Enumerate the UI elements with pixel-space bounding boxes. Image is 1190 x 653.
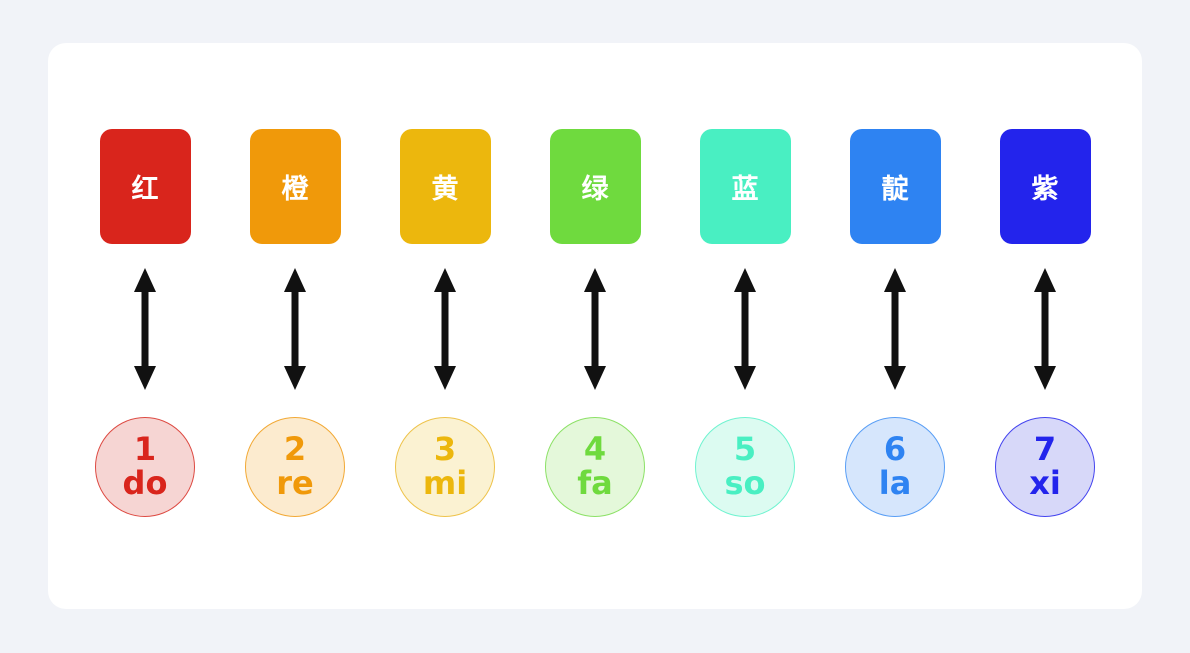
- double-arrow-icon: [734, 268, 756, 390]
- color-note-column-cyan: 蓝 5 so: [695, 129, 795, 517]
- double-arrow-icon: [1034, 268, 1056, 390]
- note-circle-mi: 3 mi: [395, 417, 495, 517]
- note-number: 7: [1033, 430, 1057, 469]
- color-label: 靛: [881, 174, 909, 205]
- color-swatch-orange: 橙: [249, 129, 341, 244]
- note-circle-xi: 7 xi: [995, 417, 1095, 517]
- note-syllable: so: [724, 464, 766, 502]
- color-swatch-cyan: 蓝: [699, 129, 791, 244]
- color-note-column-purple: 紫 7 xi: [995, 129, 1095, 517]
- note-number: 2: [283, 430, 307, 469]
- note-syllable: xi: [1029, 464, 1061, 502]
- note-circle-re: 2 re: [245, 417, 345, 517]
- note-number: 4: [583, 430, 607, 469]
- color-swatch-indigo: 靛: [849, 129, 941, 244]
- color-note-column-red: 红 1 do: [95, 129, 195, 517]
- note-number: 3: [433, 430, 457, 469]
- double-arrow-icon: [134, 268, 156, 390]
- color-note-columns: 红 1 do 橙 2 re: [95, 129, 1095, 517]
- diagram-card: 红 1 do 橙 2 re: [48, 43, 1142, 609]
- note-circle-la: 6 la: [845, 417, 945, 517]
- color-swatch-yellow: 黄: [399, 129, 491, 244]
- double-arrow-icon: [584, 268, 606, 390]
- note-circle-so: 5 so: [695, 417, 795, 517]
- color-note-column-green: 绿 4 fa: [545, 129, 645, 517]
- note-syllable: fa: [577, 464, 613, 502]
- note-syllable: la: [878, 464, 912, 502]
- color-label: 橙: [281, 174, 309, 205]
- note-circle-do: 1 do: [95, 417, 195, 517]
- color-label: 黄: [431, 174, 459, 205]
- color-label: 绿: [581, 174, 609, 205]
- color-note-column-yellow: 黄 3 mi: [395, 129, 495, 517]
- note-syllable: re: [276, 464, 314, 502]
- double-arrow-icon: [434, 268, 456, 390]
- note-circle-fa: 4 fa: [545, 417, 645, 517]
- color-swatch-purple: 紫: [999, 129, 1091, 244]
- color-label: 红: [131, 174, 159, 205]
- color-label: 蓝: [731, 174, 759, 205]
- note-syllable: do: [122, 464, 168, 502]
- note-syllable: mi: [422, 464, 468, 502]
- note-number: 5: [733, 430, 757, 469]
- color-note-column-indigo: 靛 6 la: [845, 129, 945, 517]
- note-number: 6: [883, 430, 907, 469]
- color-label: 紫: [1031, 174, 1059, 205]
- double-arrow-icon: [284, 268, 306, 390]
- color-swatch-red: 红: [99, 129, 191, 244]
- double-arrow-icon: [884, 268, 906, 390]
- color-swatch-green: 绿: [549, 129, 641, 244]
- color-note-column-orange: 橙 2 re: [245, 129, 345, 517]
- note-number: 1: [133, 430, 157, 469]
